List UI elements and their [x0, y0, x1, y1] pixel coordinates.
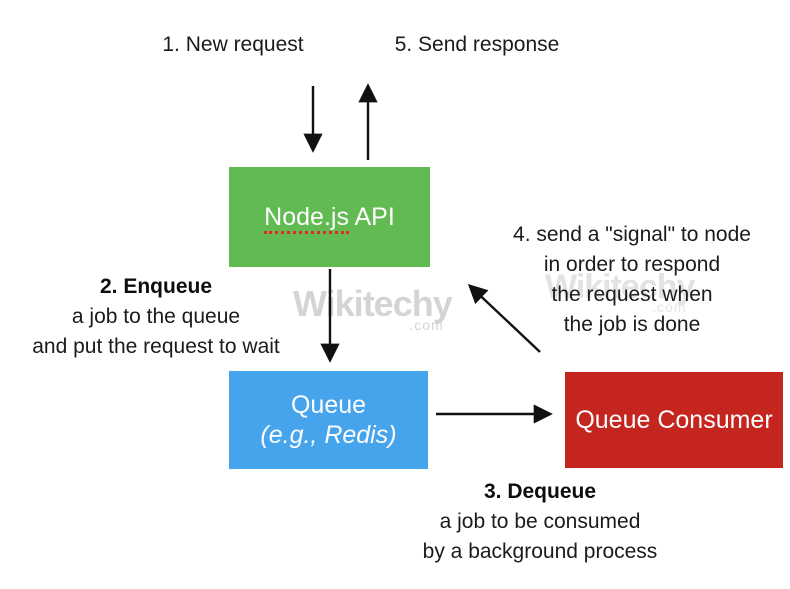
node-queue-consumer: Queue Consumer	[565, 372, 783, 468]
step3-line: a job to be consumed	[439, 510, 641, 533]
queue-label-line2: (e.g., Redis)	[260, 421, 397, 449]
node-queue: Queue (e.g., Redis)	[229, 371, 428, 469]
step2-title: 2. Enqueue	[99, 275, 213, 298]
step4-line: the job is done	[563, 313, 701, 336]
label-step1-new-request: 1. New request	[162, 33, 304, 56]
step2-line: and put the request to wait	[32, 335, 280, 358]
watermark-com-text: .com	[409, 317, 444, 333]
step2-line: a job to the queue	[71, 305, 241, 328]
label-step5-send-response: 5. Send response	[394, 33, 560, 56]
queue-label-line1: Queue	[290, 391, 367, 419]
watermark-text: Wikitechy	[293, 283, 453, 324]
step4-line: in order to respond	[543, 253, 721, 276]
nodejs-api-label-underlined-part: Node.js	[264, 203, 349, 234]
watermark-center: Wikitechy .com	[293, 283, 453, 333]
label-step2-enqueue: 2. Enqueue a job to the queue and put th…	[6, 272, 306, 362]
step4-line: 4. send a "signal" to node	[513, 223, 751, 246]
label-step3-dequeue: 3. Dequeue a job to be consumed by a bac…	[390, 477, 690, 567]
watermark-text: Wikitechy	[545, 268, 695, 306]
node-nodejs-api: Node.js API	[229, 167, 430, 267]
nodejs-api-label-suffix: API	[348, 203, 395, 231]
nodejs-api-label: Node.js API	[264, 202, 395, 234]
step4-line: the request when	[551, 283, 713, 306]
queue-consumer-label: Queue Consumer	[575, 406, 773, 434]
watermark-com-text: .com	[652, 299, 687, 315]
label-step4-signal: 4. send a "signal" to node in order to r…	[482, 220, 782, 340]
step3-line: by a background process	[422, 540, 658, 563]
step3-title: 3. Dequeue	[483, 480, 597, 503]
watermark-right: Wikitechy .com	[545, 268, 695, 315]
